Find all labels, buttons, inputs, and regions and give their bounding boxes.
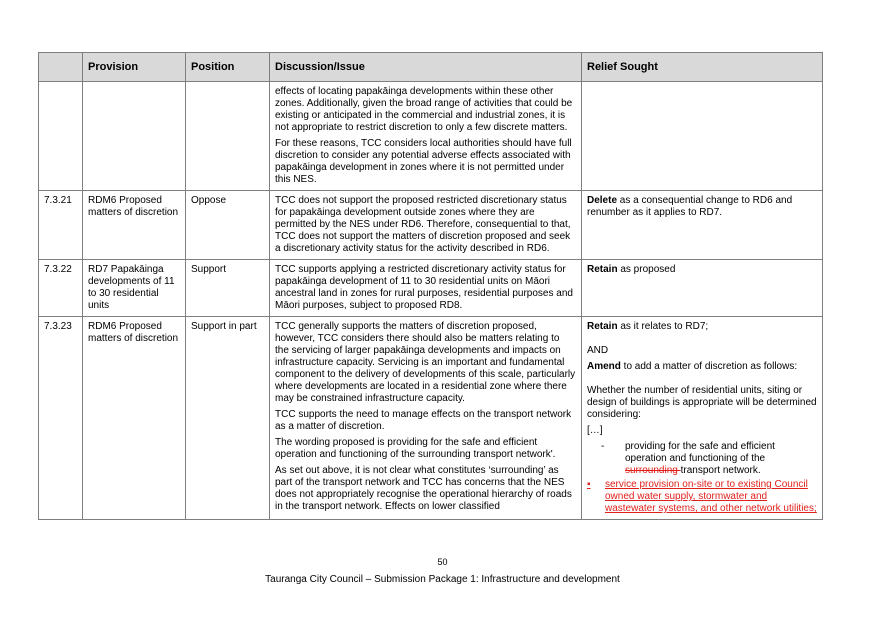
header-discussion: Discussion/Issue [269,52,582,82]
relief-whether: Whether the number of residential units,… [587,385,817,420]
table-row: 7.3.21 RDM6 Proposed matters of discreti… [38,190,823,260]
discussion-cell: TCC generally supports the matters of di… [269,316,582,520]
position-cell [185,81,270,191]
discussion-cell: TCC supports applying a restricted discr… [269,259,582,317]
submission-table: Provision Position Discussion/Issue Reli… [38,52,823,520]
table-header-row: Provision Position Discussion/Issue Reli… [38,52,823,82]
header-relief: Relief Sought [581,52,823,82]
row-number-cell: 7.3.22 [38,259,83,317]
discussion-paragraph: TCC supports the need to manage effects … [275,409,572,432]
table-row: 7.3.22 RD7 Papakāinga developments of 11… [38,259,823,317]
discussion-paragraph: effects of locating papakāinga developme… [275,86,573,133]
discussion-paragraph: TCC generally supports the matters of di… [275,321,576,404]
relief-dash-item: - providing for the safe and efficient o… [601,441,775,476]
relief-retain: Retain as it relates to RD7; [587,321,709,332]
relief-cell: Retain as proposed [581,259,823,317]
relief-cell: Delete as a consequential change to RD6 … [581,190,823,260]
dash-marker: - [601,441,605,452]
discussion-cell: TCC does not support the proposed restri… [269,190,582,260]
relief-text: as proposed [617,264,676,275]
relief-and: AND [587,345,609,356]
position-cell: Support in part [185,316,270,520]
relief-action: Delete [587,195,618,206]
relief-text: as a consequential change to RD6 and ren… [587,195,793,218]
inserted-text: service provision on-site or to existing… [605,479,817,514]
provision-cell: RDM6 Proposed matters of discretion [82,316,186,520]
discussion-paragraph: As set out above, it is not clear what c… [275,465,572,512]
discussion-paragraph: For these reasons, TCC considers local a… [275,138,572,185]
row-number-cell: 7.3.23 [38,316,83,520]
relief-cell: Retain as it relates to RD7; AND Amend t… [581,316,823,520]
row-number-cell: 7.3.21 [38,190,83,260]
row-number-cell [38,81,83,191]
page-footer: Tauranga City Council – Submission Packa… [265,574,620,585]
provision-cell: RDM6 Proposed matters of discretion [82,190,186,260]
position-cell: Oppose [185,190,270,260]
deleted-text: surrounding [625,465,681,476]
relief-action: Retain [587,264,618,275]
table-row: effects of locating papakāinga developme… [38,81,823,191]
provision-cell: RD7 Papakāinga developments of 11 to 30 … [82,259,186,317]
bullet-marker: ▪ [587,479,591,490]
header-number [38,52,83,82]
page-number: 50 [437,557,448,567]
relief-inserted-item: ▪ service provision on-site or to existi… [587,479,817,515]
position-cell: Support [185,259,270,317]
relief-ellipsis: […] [587,425,603,436]
relief-cell [581,81,823,191]
provision-cell [82,81,186,191]
header-position: Position [185,52,270,82]
discussion-cell: effects of locating papakāinga developme… [269,81,582,191]
discussion-paragraph: The wording proposed is providing for th… [275,437,556,460]
header-provision: Provision [82,52,186,82]
relief-amend: Amend to add a matter of discretion as f… [587,361,798,372]
table-row: 7.3.23 RDM6 Proposed matters of discreti… [38,316,823,520]
